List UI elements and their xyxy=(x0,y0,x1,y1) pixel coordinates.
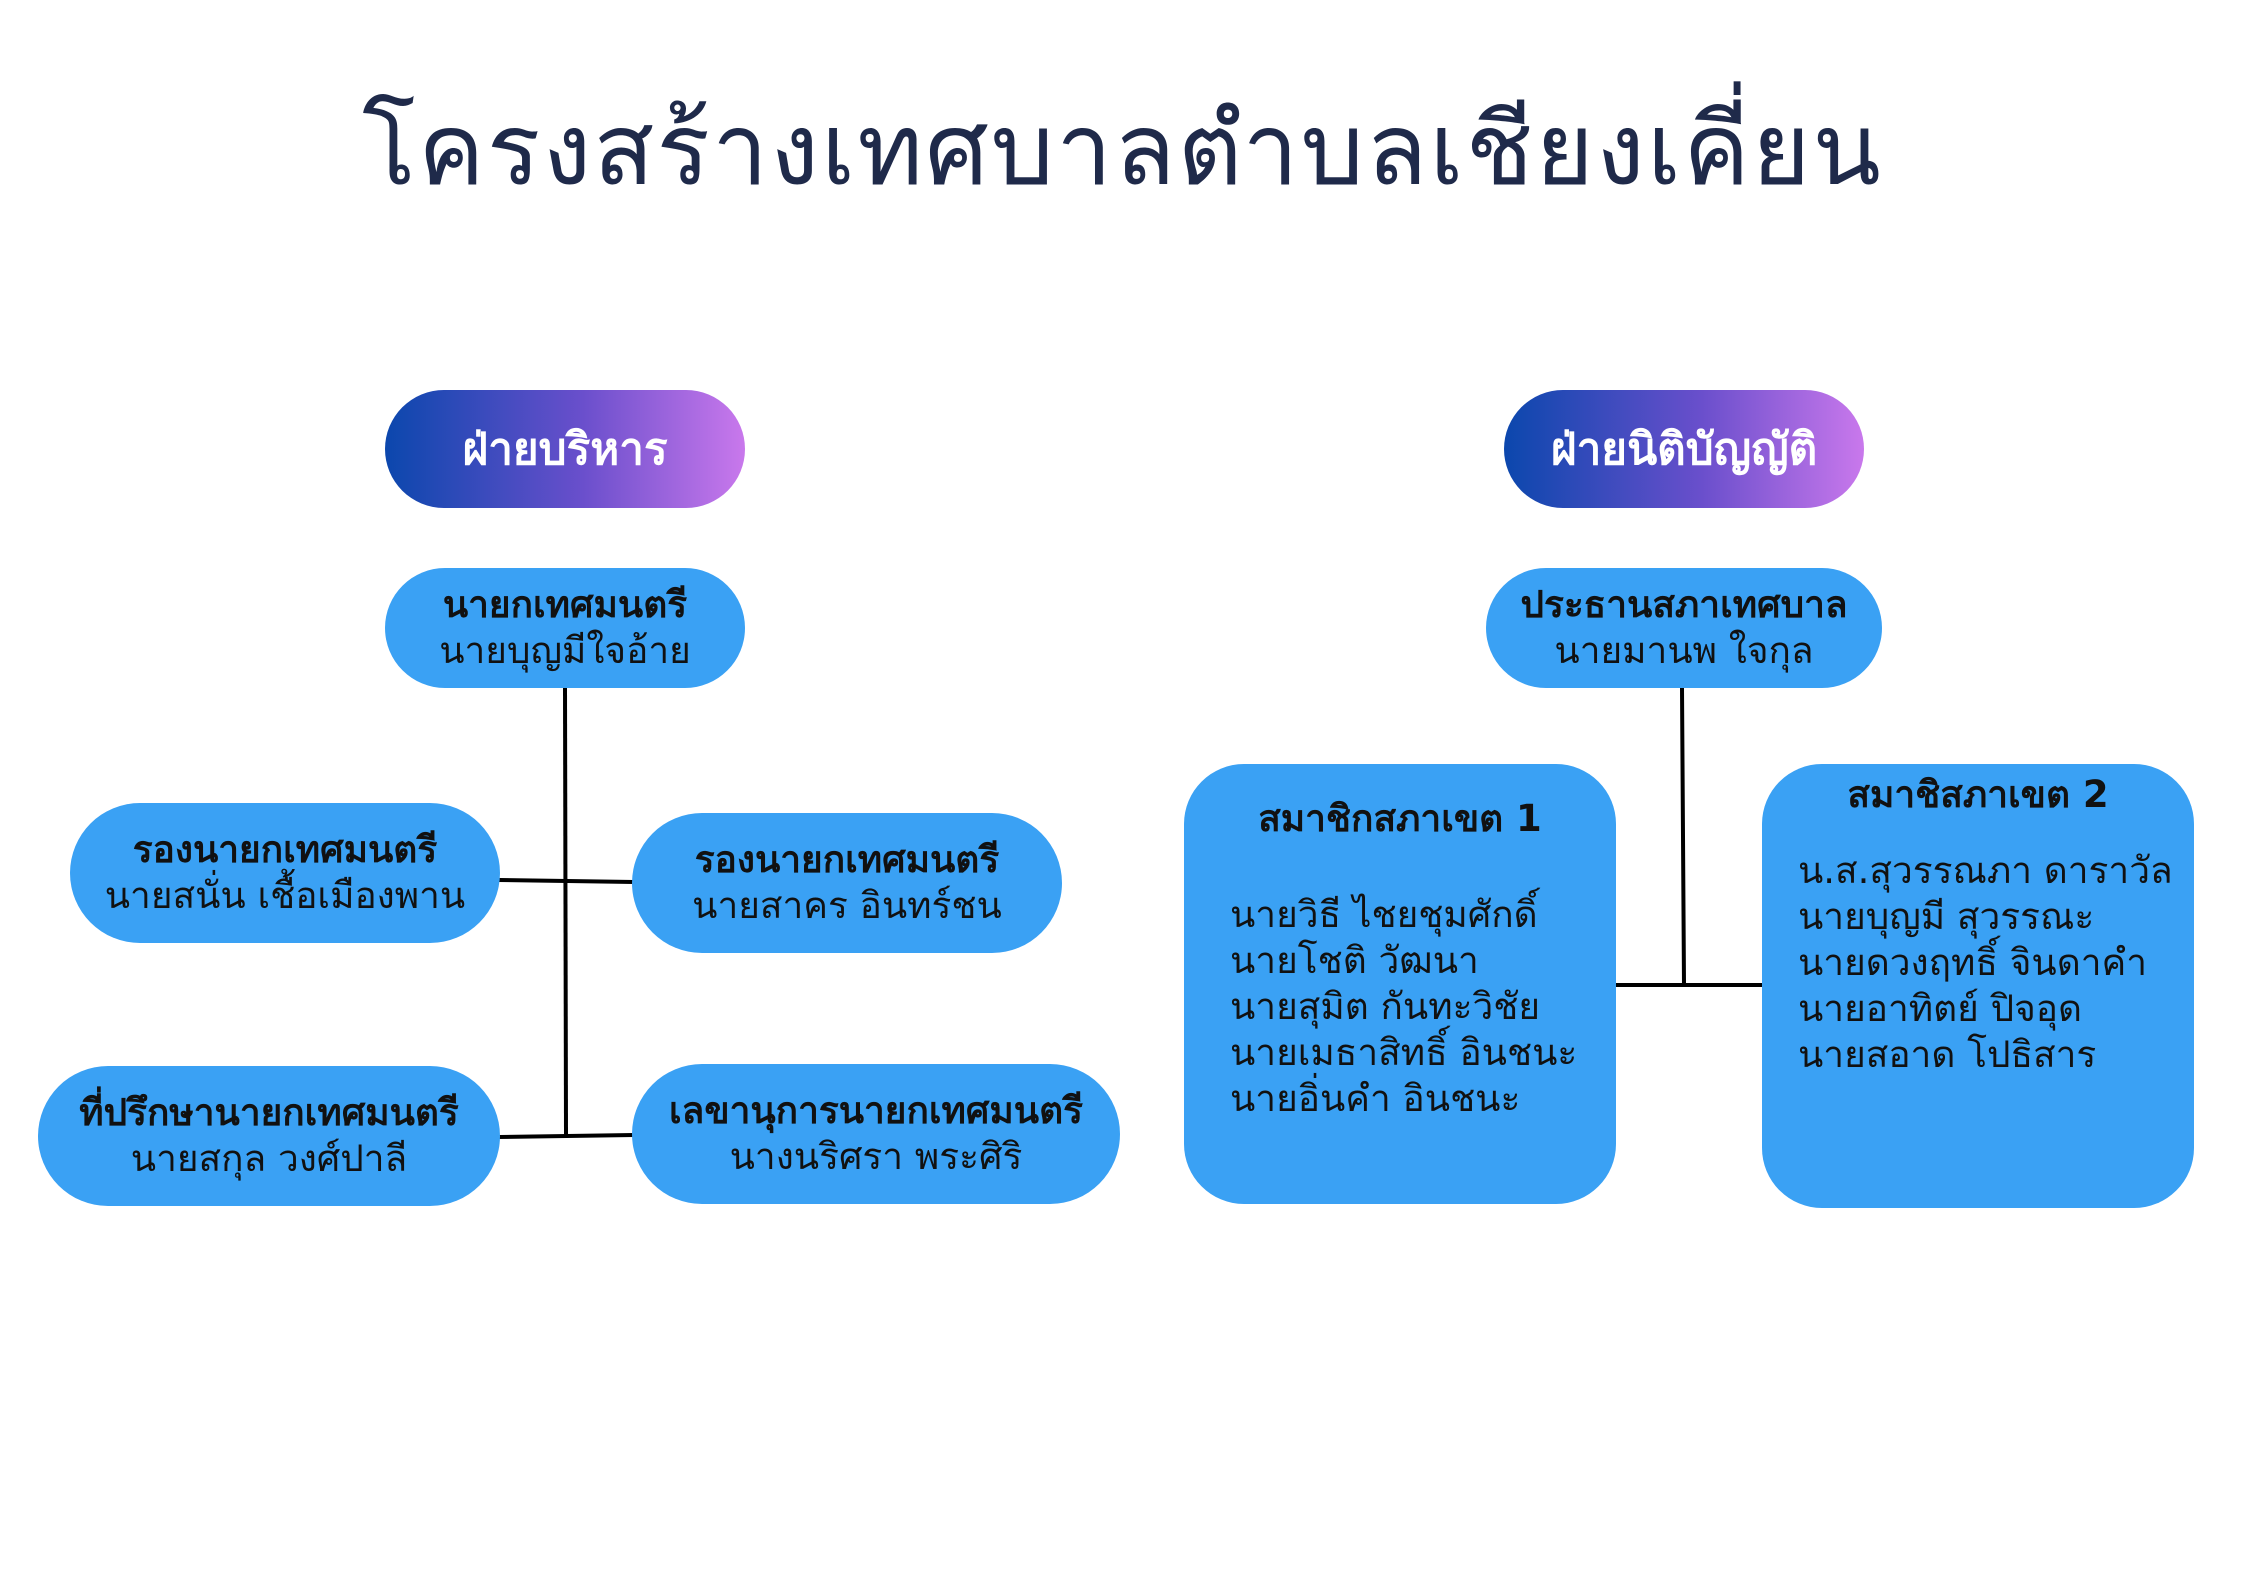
secretary-name: นางนริศรา พระศิริ xyxy=(729,1135,1023,1178)
list-item: นายบุญมี สุวรรณะ xyxy=(1798,895,2095,938)
district-1-member-list: นายวิธี ไชยชุมศักดิ์ นายโชติ วัฒนา นายสุ… xyxy=(1230,892,1596,1122)
leg-trunk-line xyxy=(1679,685,1687,988)
district-2-member-list: น.ส.สุวรรณภา ดาราวัล นายบุญมี สุวรรณะ นา… xyxy=(1798,848,2178,1078)
list-item: นายเมธาสิทธิ์ อินชนะ xyxy=(1230,1031,1578,1074)
list-item: นายอาทิตย์ ปิจอุด xyxy=(1798,987,2083,1030)
secretary-node: เลขานุการนายกเทศมนตรี นางนริศรา พระศิริ xyxy=(632,1064,1120,1204)
deputy-right-name: นายสาคร อินทร์ชน xyxy=(692,884,1002,927)
list-item: นายดวงฤทธิ์ จินดาคำ xyxy=(1798,941,2148,984)
exec-deputy-branch-line xyxy=(497,877,635,885)
executive-header: ฝ่ายบริหาร xyxy=(385,390,745,508)
mayor-node: นายกเทศมนตรี นายบุญมีใจอ้าย xyxy=(385,568,745,688)
district-1-box: สมาชิกสภาเขต 1 นายวิธี ไชยชุมศักดิ์ นายโ… xyxy=(1184,764,1616,1204)
list-item: นายสอาด โปธิสาร xyxy=(1798,1033,2097,1076)
chairman-role: ประธานสภาเทศบาล xyxy=(1520,583,1848,626)
list-item: น.ส.สุวรรณภา ดาราวัล xyxy=(1798,849,2173,892)
list-item: นายสุมิต กันทะวิชัย xyxy=(1230,985,1541,1028)
list-item: นายอิ่นคำ อินชนะ xyxy=(1230,1077,1521,1120)
legislative-header-label: ฝ่ายนิติบัญญัติ xyxy=(1550,424,1818,475)
council-chairman-node: ประธานสภาเทศบาล นายมานพ ใจกุล xyxy=(1486,568,1882,688)
deputy-left-role: รองนายกเทศมนตรี xyxy=(132,828,438,871)
deputy-mayor-left-node: รองนายกเทศมนตรี นายสนั่น เชื้อเมืองพาน xyxy=(70,803,500,943)
list-item: นายโชติ วัฒนา xyxy=(1230,939,1479,982)
deputy-mayor-right-node: รองนายกเทศมนตรี นายสาคร อินทร์ชน xyxy=(632,813,1062,953)
advisor-role: ที่ปรึกษานายกเทศมนตรี xyxy=(79,1091,459,1134)
advisor-node: ที่ปรึกษานายกเทศมนตรี นายสกุล วงศ์ปาลี xyxy=(38,1066,500,1206)
executive-header-label: ฝ่ายบริหาร xyxy=(462,424,668,475)
deputy-left-name: นายสนั่น เชื้อเมืองพาน xyxy=(104,874,466,917)
exec-advisor-branch-line xyxy=(497,1132,635,1140)
district-2-box: สมาชิสภาเขต 2 น.ส.สุวรรณภา ดาราวัล นายบุ… xyxy=(1762,764,2194,1208)
chairman-name: นายมานพ ใจกุล xyxy=(1554,629,1814,672)
district-1-role: สมาชิกสภาเขต 1 xyxy=(1258,797,1542,840)
deputy-right-role: รองนายกเทศมนตรี xyxy=(694,838,1000,881)
page-title: โครงสร้างเทศบาลตำบลเชียงเคี่ยน xyxy=(362,91,1883,208)
district-2-role: สมาชิสภาเขต 2 xyxy=(1847,773,2109,816)
legislative-header: ฝ่ายนิติบัญญัติ xyxy=(1504,390,1864,508)
exec-trunk-line xyxy=(562,685,569,1136)
secretary-role: เลขานุการนายกเทศมนตรี xyxy=(669,1089,1083,1132)
list-item: นายวิธี ไชยชุมศักดิ์ xyxy=(1230,893,1538,936)
mayor-role: นายกเทศมนตรี xyxy=(442,583,688,626)
mayor-name: นายบุญมีใจอ้าย xyxy=(439,629,691,672)
advisor-name: นายสกุล วงศ์ปาลี xyxy=(130,1137,408,1180)
